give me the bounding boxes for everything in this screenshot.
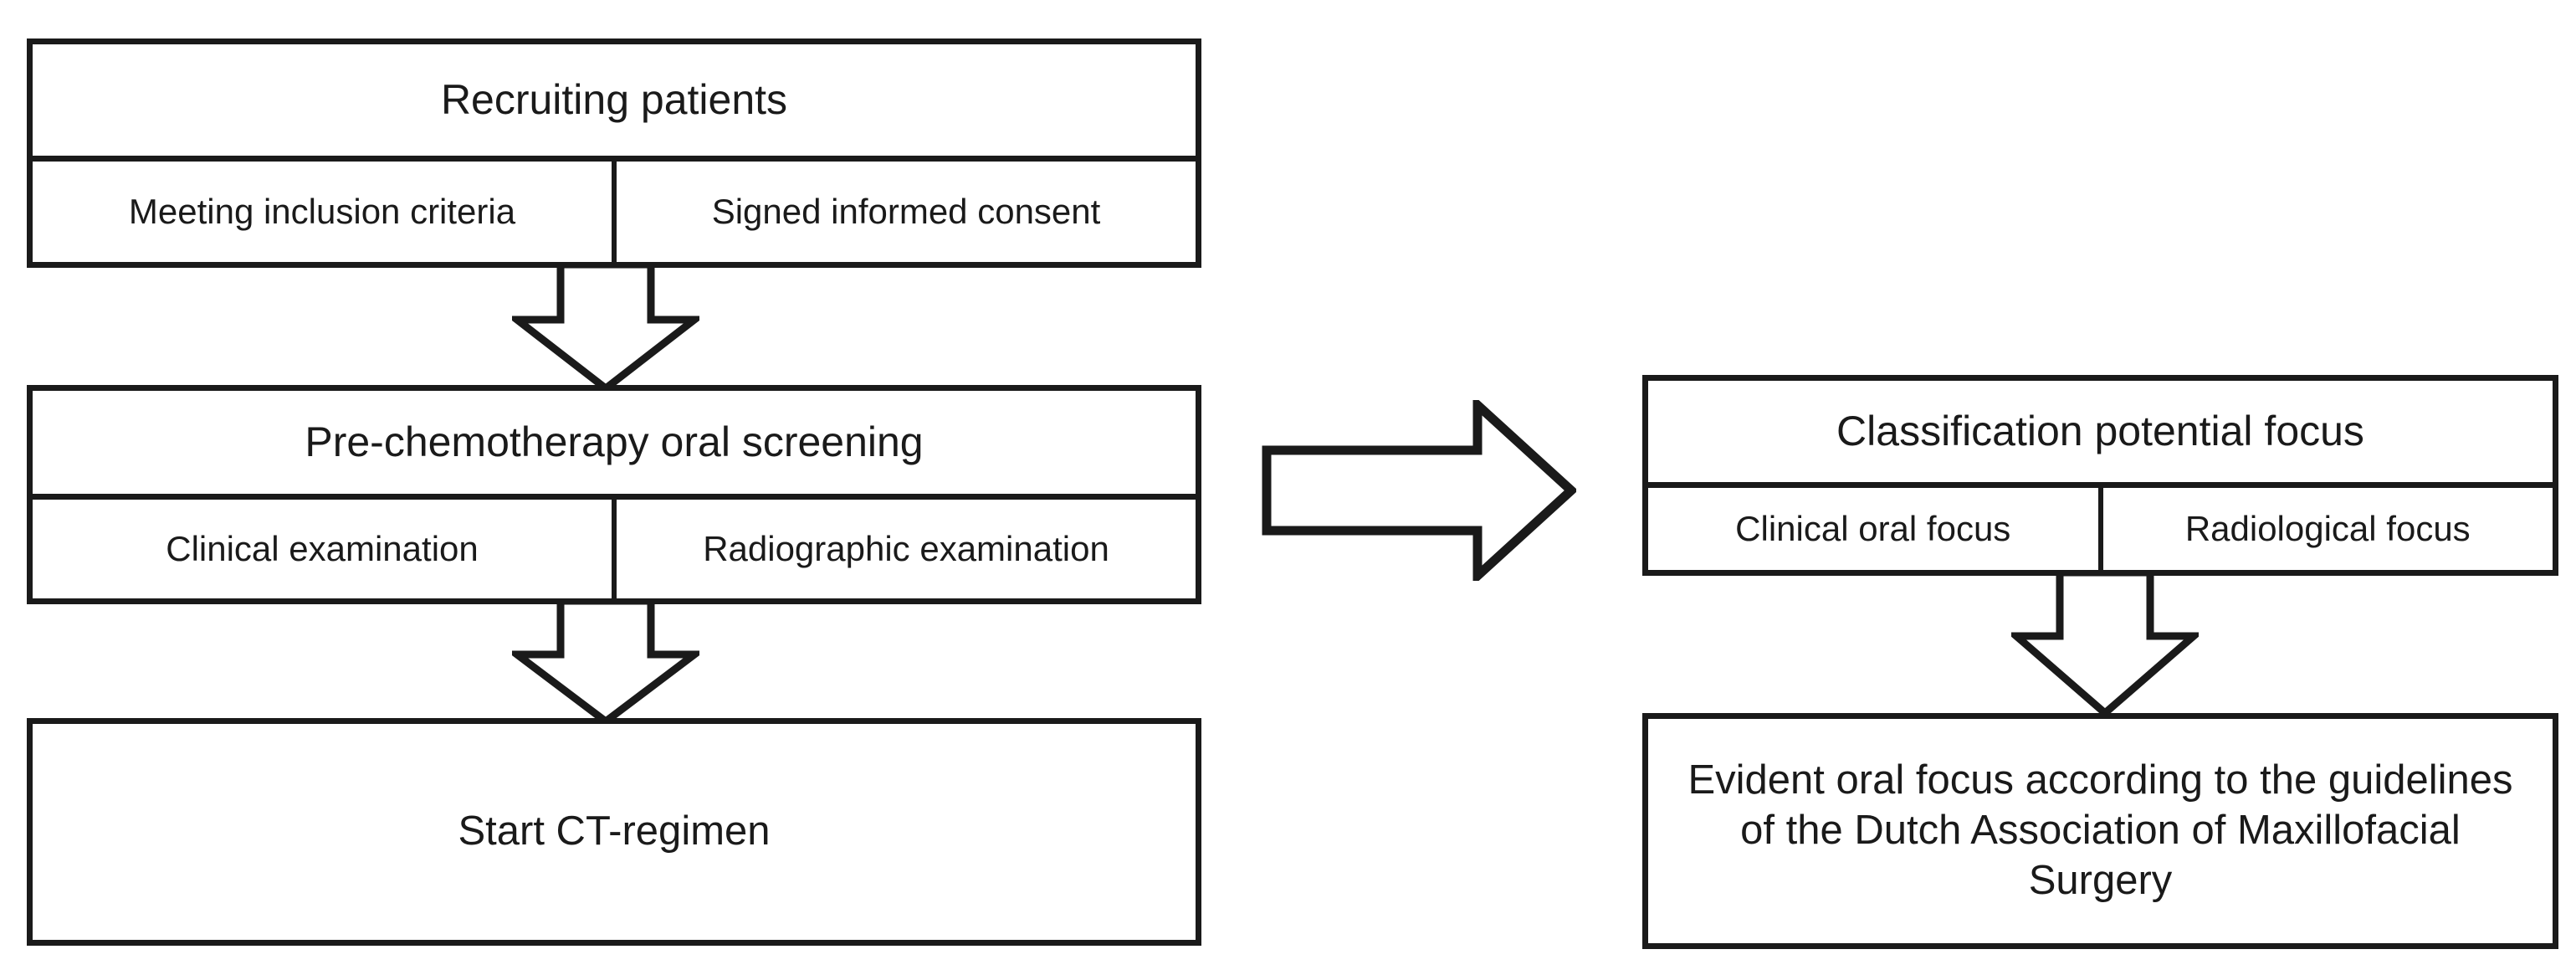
subcell-clinical-examination: Clinical examination bbox=[166, 528, 479, 568]
node-pre-chemotherapy-oral-screening: Pre-chemotherapy oral screening Clinical… bbox=[27, 385, 1201, 604]
subcell-signed-informed-consent: Signed informed consent bbox=[612, 162, 1196, 262]
node-evident-oral-focus-header: Evident oral focus according to the guid… bbox=[1687, 757, 2513, 903]
subcell-radiological-focus: Radiological focus bbox=[2097, 488, 2553, 570]
node-start-ct-regimen-header: Start CT-regimen bbox=[458, 808, 771, 854]
subcell-clinical-oral-focus: Clinical oral focus bbox=[1735, 508, 2011, 548]
node-recruiting-patients-subrow: Meeting inclusion criteria Signed inform… bbox=[33, 162, 1196, 262]
node-pre-chemotherapy-oral-screening-header: Pre-chemotherapy oral screening bbox=[33, 391, 1196, 500]
node-pre-chemotherapy-oral-screening-subrow: Clinical examination Radiographic examin… bbox=[33, 500, 1196, 598]
subcell-meeting-inclusion-criteria: Meeting inclusion criteria bbox=[128, 191, 516, 231]
arrow-down-classification-to-evident-focus bbox=[2011, 572, 2199, 716]
node-recruiting-patients: Recruiting patients Meeting inclusion cr… bbox=[27, 38, 1201, 268]
node-classification-potential-focus: Classification potential focus Clinical … bbox=[1642, 375, 2558, 576]
node-classification-potential-focus-header: Classification potential focus bbox=[1648, 381, 2553, 488]
arrow-down-screening-to-ct-regimen bbox=[512, 601, 699, 725]
node-evident-oral-focus: Evident oral focus according to the guid… bbox=[1642, 713, 2558, 949]
node-classification-potential-focus-subrow: Clinical oral focus Radiological focus bbox=[1648, 488, 2553, 570]
arrow-right-screening-to-classification bbox=[1262, 400, 1576, 581]
arrow-down-recruiting-to-screening bbox=[512, 264, 699, 392]
node-start-ct-regimen: Start CT-regimen bbox=[27, 718, 1201, 946]
node-recruiting-patients-header: Recruiting patients bbox=[33, 44, 1196, 162]
subcell-radiographic-examination: Radiographic examination bbox=[612, 500, 1196, 598]
